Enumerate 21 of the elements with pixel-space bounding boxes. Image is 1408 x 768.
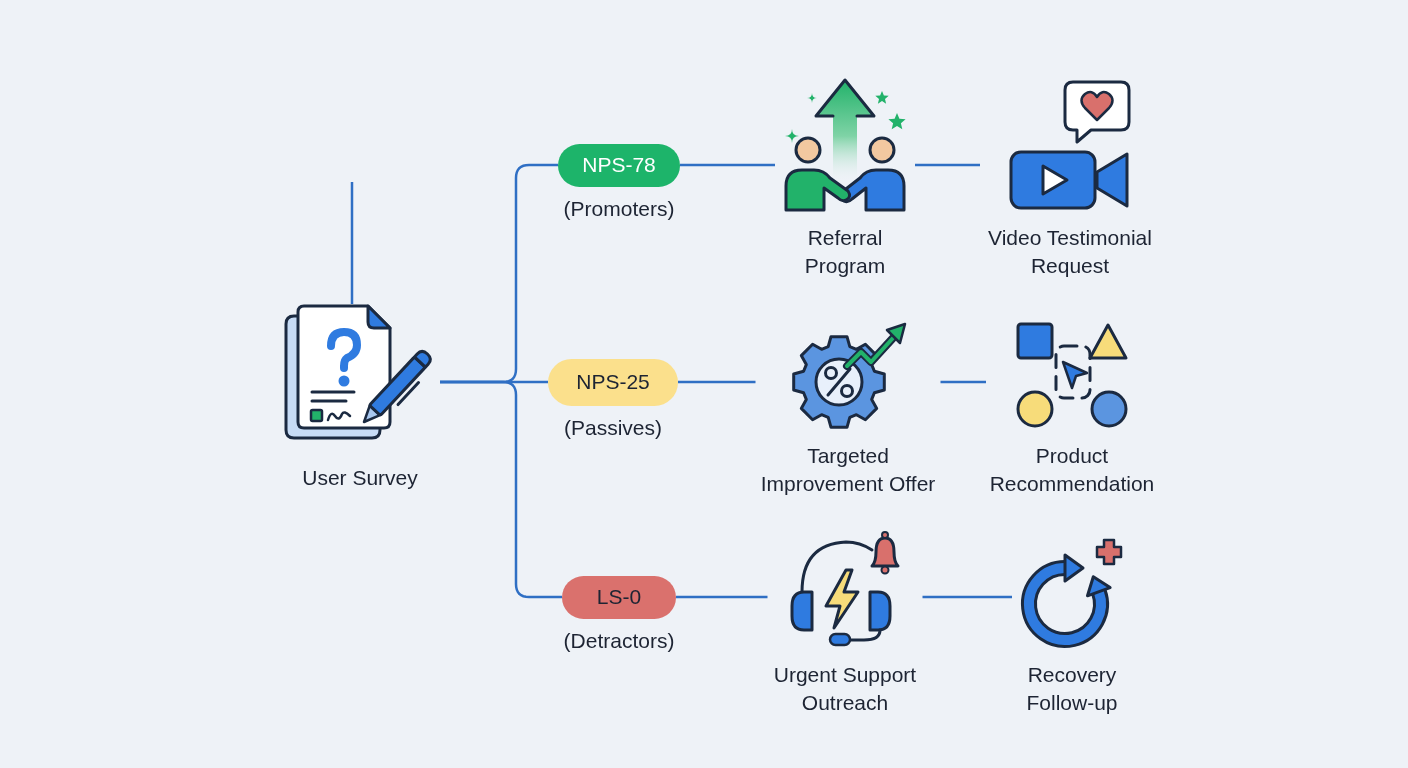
score-badge: NPS-78	[558, 143, 680, 187]
score-badge: LS-0	[562, 575, 676, 619]
segment-label: (Detractors)	[563, 627, 675, 654]
segment-label: (Promoters)	[563, 195, 675, 222]
connector-line	[350, 182, 354, 304]
step-label: Targeted Improvement Offer	[759, 443, 937, 497]
connector-line	[940, 380, 986, 384]
connector-line	[440, 380, 562, 599]
step-label: Urgent Support Outreach	[772, 662, 918, 716]
connector-line	[680, 163, 775, 167]
connector-line	[922, 595, 1012, 599]
step-label: Video Testimonial Request	[987, 225, 1153, 279]
step-label: Referral Program	[803, 225, 887, 279]
connector-line	[678, 380, 756, 384]
step-label: User Survey	[301, 465, 419, 491]
step-label: Product Recommendation	[988, 443, 1156, 497]
step-label: Recovery Follow-up	[1025, 662, 1119, 716]
segment-label: (Passives)	[564, 414, 662, 441]
connector-line	[915, 163, 980, 167]
connector-line	[676, 595, 768, 599]
score-badge: NPS-25	[548, 358, 678, 406]
